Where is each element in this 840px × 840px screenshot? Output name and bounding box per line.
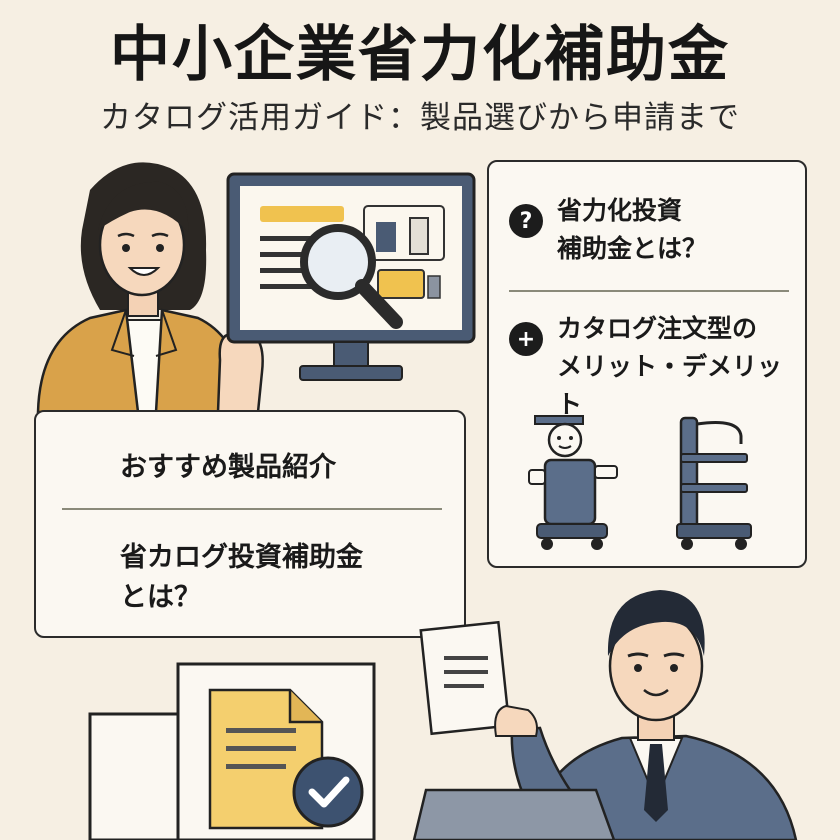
info-card-right: ? 省力化投資 補助金とは？ + カタログ注文型の メリット・デメリット bbox=[487, 160, 807, 568]
recommended-products-link[interactable]: おすすめ製品紹介 bbox=[120, 452, 336, 483]
page-subtitle: カタログ活用ガイド：製品選びから申請まで bbox=[100, 100, 740, 136]
faq-item-catalog-line2: メリット・デメリット bbox=[557, 352, 783, 419]
faq-item-catalog[interactable]: + カタログ注文型の メリット・デメリット bbox=[509, 310, 805, 424]
subsidy-about-link[interactable]: 省カログ投資補助金 とは？ bbox=[120, 538, 363, 618]
subsidy-about-line1: 省カログ投資補助金 bbox=[120, 542, 363, 573]
info-card-left: おすすめ製品紹介 省カログ投資補助金 とは？ bbox=[34, 410, 466, 638]
subsidy-about-line2: とは？ bbox=[120, 582, 201, 613]
divider bbox=[62, 508, 442, 510]
man-illustration bbox=[412, 590, 798, 840]
page-title: 中小企業省力化補助金 bbox=[110, 20, 730, 90]
faq-item-subsidy[interactable]: ? 省力化投資 補助金とは？ bbox=[509, 192, 707, 268]
woman-illustration bbox=[36, 162, 264, 414]
divider bbox=[509, 290, 789, 292]
faq-item-subsidy-line2: 補助金とは？ bbox=[557, 234, 708, 263]
cart-robot-icon bbox=[676, 416, 752, 550]
robot-icon bbox=[528, 415, 618, 550]
document-check-illustration bbox=[88, 662, 376, 840]
monitor-illustration bbox=[226, 172, 476, 381]
question-icon: ? bbox=[509, 204, 543, 238]
faq-item-subsidy-line1: 省力化投資 bbox=[557, 196, 683, 225]
faq-item-catalog-line1: カタログ注文型の bbox=[557, 314, 758, 343]
plus-icon: + bbox=[509, 322, 543, 356]
